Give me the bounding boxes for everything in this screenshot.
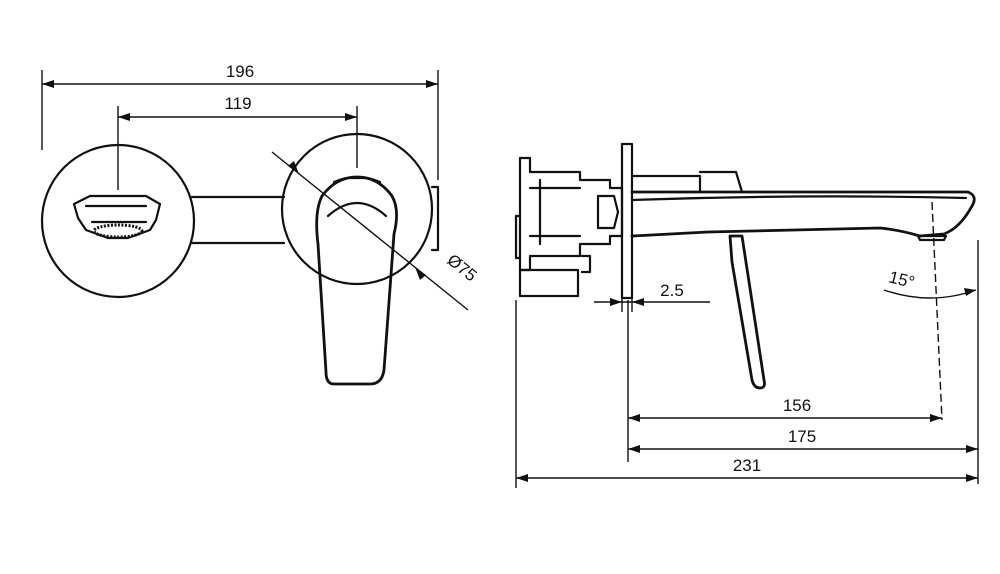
dimension-196-label: 196 (226, 62, 254, 81)
side-view: 15° 2.5 156 175 231 (514, 142, 979, 488)
spout-mount-collar (630, 170, 744, 194)
spout (630, 190, 976, 238)
concealed-body (518, 156, 624, 272)
dimension-2-5-label: 2.5 (660, 281, 684, 300)
dimension-diameter-label: Ø75 (443, 250, 480, 285)
dimension-angle-label: 15° (887, 267, 917, 292)
lever-handle (315, 175, 398, 386)
spout-top-shade (630, 195, 968, 202)
dimension-231-label: 231 (733, 456, 761, 475)
aerator (92, 223, 144, 239)
connecting-body (190, 195, 286, 245)
angle-arc (883, 289, 977, 299)
body-small-fitting (580, 254, 592, 274)
body-inner-lines (528, 178, 582, 246)
outlet-centerline (931, 201, 943, 421)
spout-outlet-inner (84, 204, 148, 224)
mixer-side-lug (430, 185, 440, 252)
body-nut (596, 194, 620, 230)
body-bottom-block (514, 214, 580, 298)
dimension-175-label: 175 (788, 427, 816, 446)
lever-side (728, 234, 766, 390)
dimension-156-label: 156 (783, 396, 811, 415)
wall-plate (620, 142, 634, 300)
front-view: 196 119 Ø75 (40, 62, 480, 386)
spout-outlet-front (72, 194, 162, 240)
dimension-119-label: 119 (224, 94, 251, 113)
spout-outlet-side (916, 234, 948, 242)
